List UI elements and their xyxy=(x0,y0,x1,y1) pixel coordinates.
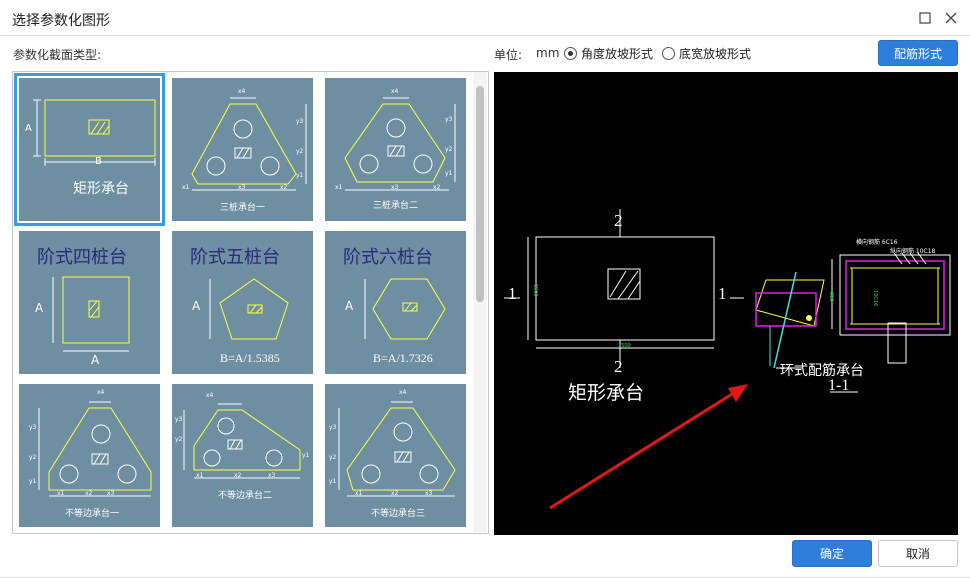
thumb-unequal-cap-1[interactable]: x4 x1 x2 x3 y3 y2 y1 不等边承台一 xyxy=(19,384,160,527)
y3-label: y3 xyxy=(175,416,183,423)
x2-label: x2 xyxy=(234,472,242,479)
thumb-unequal-cap-3[interactable]: x4 x1 x2 x3 y3 y2 y1 不等边承台三 xyxy=(325,384,466,527)
side-rebar: 10C16 xyxy=(872,290,878,307)
dim-b-label: B xyxy=(95,156,102,167)
width-dim: 1500 xyxy=(618,343,631,349)
thumb-caption: 阶式六桩台 xyxy=(343,247,433,267)
radio-checked-icon xyxy=(564,47,577,60)
y3-label: y3 xyxy=(445,116,453,123)
radio-angle-slope[interactable]: 角度放坡形式 xyxy=(564,45,653,62)
formula-label: B=A/1.7326 xyxy=(373,351,433,365)
plan-caption: 矩形承台 xyxy=(568,383,645,404)
x2-label: x2 xyxy=(433,184,441,191)
thumb-caption: 不等边承台一 xyxy=(65,509,120,519)
x1-label: x1 xyxy=(57,490,65,497)
y1-label: y1 xyxy=(329,478,337,485)
side-dim: 800 xyxy=(828,292,834,302)
x2-label: x2 xyxy=(391,490,399,497)
section-mark-left: 1 xyxy=(508,284,517,303)
y3-label: y3 xyxy=(29,424,37,431)
scrollbar-thumb[interactable] xyxy=(476,86,484,302)
y2-label: y2 xyxy=(175,436,183,443)
thumb-caption: 不等边承台二 xyxy=(218,491,273,501)
section-type-label: 参数化截面类型: xyxy=(13,48,102,62)
y3-label: y3 xyxy=(296,118,304,125)
y2-label: y2 xyxy=(29,454,37,461)
thumb-caption: 不等边承台三 xyxy=(371,509,426,519)
dim-a-label: A xyxy=(35,301,44,315)
x4-label: x4 xyxy=(399,389,407,396)
radio-base-width-slope-label: 底宽放坡形式 xyxy=(679,47,752,61)
x3-label: x3 xyxy=(268,472,276,479)
thumb-three-pile-cap-1[interactable]: x4 x1 x3 x2 y3 y2 y1 三桩承台一 xyxy=(172,78,313,221)
y2-label: y2 xyxy=(445,146,453,153)
thumb-three-pile-cap-2[interactable]: x4 x1 x3 x2 y3 y2 y1 三桩承台二 xyxy=(325,78,466,221)
window-title: 选择参数化图形 xyxy=(12,13,110,29)
x2-label: x2 xyxy=(280,184,288,191)
y2-label: y2 xyxy=(296,148,304,155)
section-caption: 环式配筋承台 xyxy=(780,363,864,379)
x1-label: x1 xyxy=(196,472,204,479)
thumb-caption: 阶式五桩台 xyxy=(190,247,280,267)
thumb-caption: 三桩承台一 xyxy=(220,203,266,213)
ok-button[interactable]: 确定 xyxy=(792,540,872,567)
thumb-stepped-six-pile[interactable]: 阶式六桩台 A B=A/1.7326 xyxy=(325,231,466,374)
section-id: 1-1 xyxy=(828,377,850,394)
thumb-caption: 矩形承台 xyxy=(73,180,129,196)
radio-base-width-slope[interactable]: 底宽放坡形式 xyxy=(662,45,751,62)
x4-label: x4 xyxy=(206,392,214,399)
x4-label: x4 xyxy=(391,88,399,95)
x1-label: x1 xyxy=(182,184,190,191)
y2-label: y2 xyxy=(329,454,337,461)
y1-label: y1 xyxy=(296,172,304,179)
thumb-caption: 三桩承台二 xyxy=(373,201,419,211)
y1-label: y1 xyxy=(445,170,453,177)
y1-label: y1 xyxy=(29,478,37,485)
y3-label: y3 xyxy=(329,424,337,431)
formula-label: B=A/1.5385 xyxy=(220,351,280,365)
x3-label: x3 xyxy=(107,490,115,497)
dim-b-label: A xyxy=(91,353,100,367)
thumb-rect-cap[interactable]: A B 矩形承台 xyxy=(14,73,165,226)
section-mark-top: 2 xyxy=(614,211,623,230)
dim-a-label: A xyxy=(192,299,201,313)
rebar-label-1: 横向钢筋 6C16 xyxy=(856,239,898,246)
thumb-stepped-four-pile[interactable]: 阶式四桩台 A A xyxy=(19,231,160,374)
unit-value: mm xyxy=(536,46,560,60)
x4-label: x4 xyxy=(97,389,105,396)
title-bar: 选择参数化图形 xyxy=(0,0,970,36)
thumb-unequal-cap-2[interactable]: x4 x1 x2 x3 y3 y2 y1 不等边承台二 xyxy=(172,384,313,527)
height-dim: 1500 xyxy=(532,284,538,297)
dim-a-label: A xyxy=(345,299,354,313)
maximize-icon[interactable] xyxy=(916,9,934,27)
section-mark-right: 1 xyxy=(718,284,727,303)
x1-label: x1 xyxy=(335,184,343,191)
thumb-caption: 阶式四桩台 xyxy=(37,247,127,267)
x3-label: x3 xyxy=(391,184,399,191)
radio-unchecked-icon xyxy=(662,47,675,60)
close-icon[interactable] xyxy=(942,9,960,27)
x1-label: x1 xyxy=(355,490,363,497)
cancel-button[interactable]: 取消 xyxy=(878,540,958,567)
thumb-stepped-five-pile[interactable]: 阶式五桩台 A B=A/1.5385 xyxy=(172,231,313,374)
preview-canvas: 2 2 1 1 1500 1500 矩形承台 环式配筋承台 1-1 横向钢筋 6… xyxy=(494,72,958,535)
rebar-label-2: 纵向钢筋 10C18 xyxy=(890,248,936,255)
dim-a-label: A xyxy=(25,123,32,134)
section-mark-bottom: 2 xyxy=(614,357,623,376)
x3-label: x3 xyxy=(238,184,246,191)
gallery-scrollbar[interactable] xyxy=(473,72,487,532)
rebar-form-button[interactable]: 配筋形式 xyxy=(878,40,958,66)
shape-gallery: A B 矩形承台 x4 x1 x3 x2 y3 y2 y1 三桩承台一 xyxy=(12,71,489,534)
x2-label: x2 xyxy=(85,490,93,497)
x4-label: x4 xyxy=(238,88,246,95)
y1-label: y1 xyxy=(302,452,310,459)
unit-label: 单位: xyxy=(494,48,523,62)
radio-angle-slope-label: 角度放坡形式 xyxy=(581,47,654,61)
x3-label: x3 xyxy=(425,490,433,497)
